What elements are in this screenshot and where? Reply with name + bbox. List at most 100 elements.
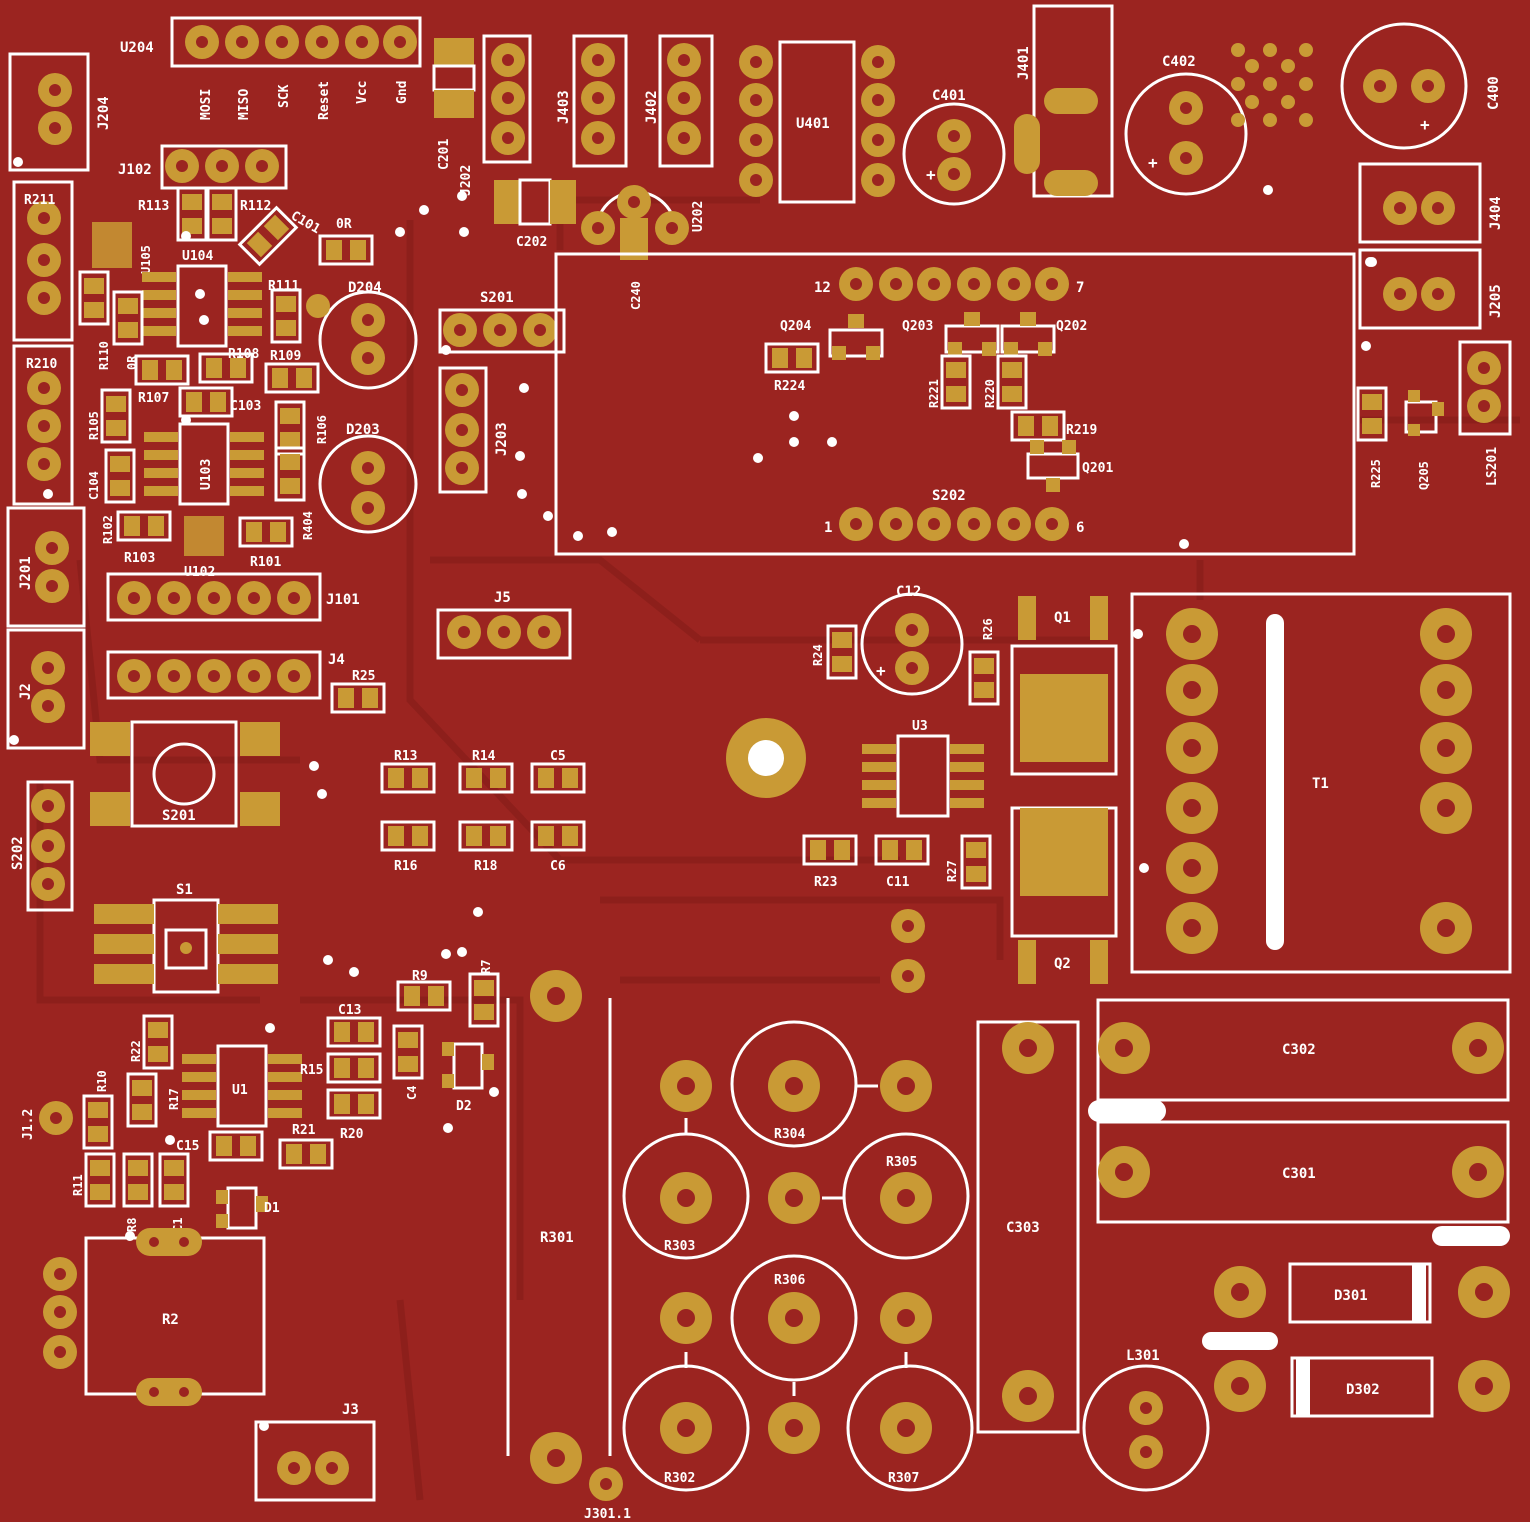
c202: C202 <box>494 178 576 250</box>
label-0r-top: 0R <box>336 217 352 232</box>
label-r18: R18 <box>474 859 498 874</box>
t1-transformer: T1 <box>1130 592 1512 974</box>
label-j301-1: J301.1 <box>584 1507 631 1522</box>
svg-text:+: + <box>1420 115 1430 134</box>
label-j201: J201 <box>18 556 34 590</box>
label-q2: Q2 <box>1054 956 1071 972</box>
label-r15: R15 <box>300 1063 323 1078</box>
label-c302: C302 <box>1282 1042 1316 1058</box>
label-r219: R219 <box>1066 423 1097 438</box>
label-r211: R211 <box>24 193 55 208</box>
label-reset: Reset <box>317 81 332 120</box>
r24-r26: R24 R26 <box>811 618 1000 706</box>
c104: C104 <box>87 448 136 504</box>
label-r404: R404 <box>301 511 315 540</box>
label-c15: C15 <box>176 1139 199 1154</box>
label-r220: R220 <box>983 379 997 408</box>
label-j205: J205 <box>1488 284 1504 318</box>
label-j4: J4 <box>328 652 345 668</box>
label-r303: R303 <box>664 1239 695 1254</box>
r22-r10-r17: R22 R10 R17 <box>82 1014 181 1150</box>
resistor-network-pads: R304 R305 R303 R306 R302 R307 <box>660 1060 932 1486</box>
label-r9: R9 <box>412 969 428 984</box>
label-j3: J3 <box>342 1402 359 1418</box>
r106: R106 R404 <box>274 400 329 540</box>
r211-pot: R211 <box>12 180 74 342</box>
label-r302: R302 <box>664 1471 695 1486</box>
label-r305: R305 <box>886 1155 917 1170</box>
label-r7: R7 <box>479 960 493 974</box>
label-c401: C401 <box>932 88 966 104</box>
label-pin1: 1 <box>824 520 832 536</box>
c201: C201 <box>432 38 476 170</box>
label-q202: Q202 <box>1056 319 1087 334</box>
c303-cap: C303 <box>976 1020 1080 1434</box>
r111: R111 <box>268 279 302 344</box>
label-pin6: 6 <box>1076 520 1084 536</box>
u3-ic: U3 <box>862 719 984 818</box>
label-r106: R106 <box>315 415 329 444</box>
c302-cap: C302 <box>1088 998 1510 1122</box>
label-r225: R225 <box>1369 459 1383 488</box>
c13: C13 R20 <box>326 1003 382 1142</box>
r13-r14-c5-r16-r18-c6: R13 R14 C5 R16 R18 C6 <box>380 749 586 874</box>
r225-q205-ls201: R225 Q205 LS201 <box>1356 340 1512 490</box>
label-pin7: 7 <box>1076 280 1084 296</box>
label-j402: J402 <box>644 90 660 124</box>
c401-cap: + C401 <box>902 88 1006 206</box>
label-c13: C13 <box>338 1003 361 1018</box>
j205-connector: J205 <box>1358 248 1504 330</box>
c400-cap: + C400 <box>1340 22 1502 150</box>
label-c12: C12 <box>896 584 921 600</box>
r107-c103: R107 C103 <box>138 386 261 418</box>
label-c6: C6 <box>550 859 566 874</box>
label-c11: C11 <box>886 875 910 890</box>
label-j102: J102 <box>118 162 152 178</box>
label-s1: S1 <box>176 882 193 898</box>
j203-header: J203 <box>438 366 510 494</box>
label-j204: J204 <box>96 96 112 130</box>
label-r112: R112 <box>240 199 271 214</box>
r102-r103-r101: R102 R103 U102 R101 <box>101 510 294 580</box>
r11-r8-c1: R11 R8 C1 <box>71 1152 190 1232</box>
label-q203: Q203 <box>902 319 933 334</box>
j402-header: J402 <box>644 34 714 168</box>
c301-cap: C301 <box>1096 1120 1510 1246</box>
label-r13: R13 <box>394 749 417 764</box>
label-r221: R221 <box>927 379 941 408</box>
j3-connector: J3 <box>254 1402 376 1502</box>
j1-2-testpoint: J1.2 <box>21 1101 73 1140</box>
c101: C101 <box>238 206 323 266</box>
j2-connector: J2 <box>6 628 86 750</box>
label-s202-mid: S202 <box>932 488 966 504</box>
label-mosi: MOSI <box>199 89 214 120</box>
label-u1: U1 <box>232 1083 248 1098</box>
via-cluster <box>1231 43 1313 127</box>
j403-header: J403 <box>556 34 628 168</box>
r113-r112: R113 R112 <box>138 186 271 242</box>
label-j202: J202 <box>459 165 474 196</box>
label-d1: D1 <box>264 1201 280 1216</box>
label-u401: U401 <box>796 116 830 132</box>
mounting-hole <box>726 718 806 798</box>
label-c240: C240 <box>629 281 643 310</box>
label-u202: U202 <box>691 201 706 232</box>
label-r11: R11 <box>71 1174 85 1196</box>
label-c400: C400 <box>1486 76 1502 110</box>
label-r27: R27 <box>945 860 959 882</box>
label-q201: Q201 <box>1082 461 1113 476</box>
q1-mosfet: Q1 <box>1010 596 1118 776</box>
label-r103: R103 <box>124 551 155 566</box>
label-c303: C303 <box>1006 1220 1040 1236</box>
svg-text:+: + <box>876 661 886 680</box>
s201-switch: S201 <box>90 720 280 828</box>
u104-ic: U104 <box>142 249 262 348</box>
u202-regulator: U202 C240 <box>581 185 706 310</box>
label-u3: U3 <box>912 719 928 734</box>
label-c103: C103 <box>230 399 261 414</box>
label-r304: R304 <box>774 1127 805 1142</box>
label-q204: Q204 <box>780 319 811 334</box>
label-r14: R14 <box>472 749 496 764</box>
c402-cap: + C402 <box>1124 54 1248 196</box>
